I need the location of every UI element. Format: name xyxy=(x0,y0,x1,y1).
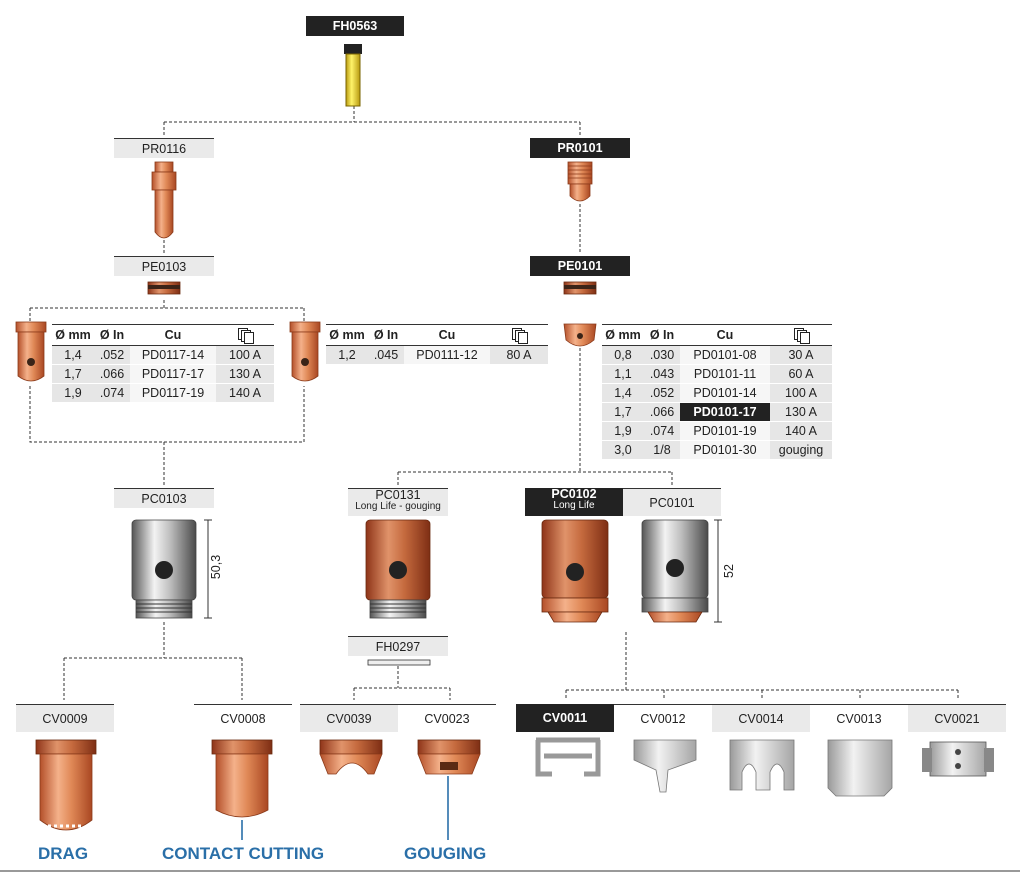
pe0101-part-image xyxy=(563,281,597,295)
cv0012-part-image xyxy=(633,739,697,793)
col-mm: Ø mm xyxy=(326,324,368,346)
tip-pd0101-image xyxy=(563,323,597,347)
cv0039-part-image xyxy=(319,739,383,775)
tip-pd0111-image xyxy=(289,321,321,382)
label-cv0013: CV0013 xyxy=(810,704,908,732)
stack-icon xyxy=(238,328,254,345)
label-cv0021: CV0021 xyxy=(908,704,1006,732)
label-pc0101: PC0101 xyxy=(623,488,721,516)
col-cu: Cu xyxy=(404,324,490,346)
col-in: Ø In xyxy=(94,324,130,346)
label-cv0012: CV0012 xyxy=(614,704,712,732)
dimension-pc0101: 52 xyxy=(721,564,736,578)
cv0021-part-image xyxy=(922,741,994,777)
pc0102-part-image xyxy=(541,519,609,623)
label-pr0116: PR0116 xyxy=(114,138,214,158)
label-cv0008: CV0008 xyxy=(194,704,292,732)
label-pc0102: PC0102 Long Life xyxy=(525,488,623,516)
label-cv0023: CV0023 xyxy=(398,704,496,732)
label-pe0103: PE0103 xyxy=(114,256,214,276)
caption-lines xyxy=(241,776,449,840)
table-header: Ø mm Ø In Cu xyxy=(52,324,274,346)
label-cv0014: CV0014 xyxy=(712,704,810,732)
label-cv0011: CV0011 xyxy=(516,704,614,732)
highlighted-part: PD0101-17 xyxy=(680,402,770,422)
label-pr0101: PR0101 xyxy=(530,138,630,158)
caption-drag: DRAG xyxy=(38,844,89,863)
pc0101-part-image xyxy=(641,519,722,623)
stack-icon xyxy=(512,328,528,345)
col-cu: Cu xyxy=(130,324,216,346)
col-in: Ø In xyxy=(368,324,404,346)
col-qty xyxy=(770,324,832,346)
label-fh0297: FH0297 xyxy=(348,636,448,656)
pr0116-part-image xyxy=(151,161,177,239)
caption-contact-cutting: CONTACT CUTTING xyxy=(162,844,325,863)
connector-lines xyxy=(29,106,959,700)
tip-pd0117-image xyxy=(15,321,47,382)
col-mm: Ø mm xyxy=(52,324,94,346)
pe0103-part-image xyxy=(147,281,181,295)
cv0023-part-image xyxy=(417,739,481,775)
cv0013-part-image xyxy=(827,739,893,797)
label-pe0101: PE0101 xyxy=(530,256,630,276)
cv0011-part-image xyxy=(535,737,601,777)
label-cv0039: CV0039 xyxy=(300,704,398,732)
cv0009-part-image xyxy=(35,739,97,831)
col-qty xyxy=(490,324,548,346)
label-pc0103: PC0103 xyxy=(114,488,214,508)
label-pc0131-sub: Long Life - gouging xyxy=(355,501,441,512)
fh0297-part-image xyxy=(367,659,431,666)
label-fh0563: FH0563 xyxy=(306,16,404,36)
pc0131-part-image xyxy=(365,519,431,619)
cv0014-part-image xyxy=(729,739,795,791)
label-pc0102-code: PC0102 xyxy=(551,487,597,501)
dimension-pc0103: 50,3 xyxy=(209,554,224,580)
stack-icon xyxy=(794,328,810,345)
table-header: Ø mm Ø In Cu xyxy=(326,324,548,346)
col-in: Ø In xyxy=(644,324,680,346)
col-cu: Cu xyxy=(680,324,770,346)
table-header: Ø mm Ø In Cu xyxy=(602,324,832,346)
pc0103-part-image xyxy=(131,519,212,619)
pr0101-part-image xyxy=(567,161,593,202)
fh0563-part-image xyxy=(344,44,362,107)
col-qty xyxy=(216,324,274,346)
label-pc0131: PC0131 Long Life - gouging xyxy=(348,488,448,516)
col-mm: Ø mm xyxy=(602,324,644,346)
label-pc0102-sub: Long Life xyxy=(553,500,595,511)
caption-gouging: GOUGING xyxy=(404,844,487,863)
label-pc0131-code: PC0131 xyxy=(375,488,421,502)
label-cv0009: CV0009 xyxy=(16,704,114,732)
cv0008-part-image xyxy=(211,739,273,818)
